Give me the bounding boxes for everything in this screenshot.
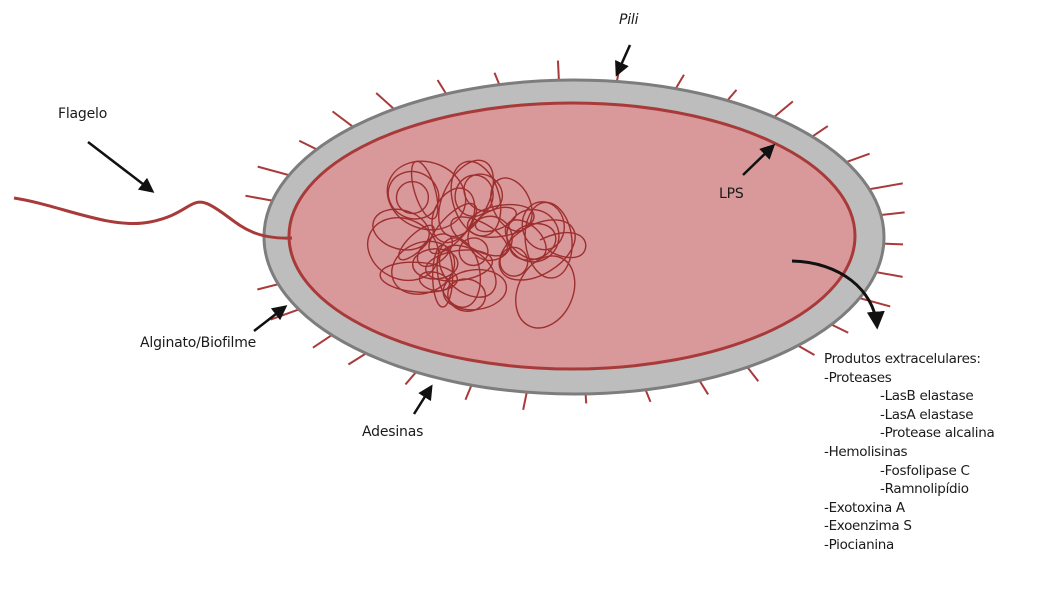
extracellular-products-list: Produtos extracelulares: -Proteases-LasB… [824,350,994,555]
pili-arrow-icon [617,45,630,74]
label-alginato-biofilme: Alginato/Biofilme [140,335,256,351]
label-lps: LPS [719,186,744,202]
products-title: Produtos extracelulares: [824,350,994,369]
product-item: -Fosfolipase C [824,462,994,481]
label-adesinas: Adesinas [362,424,423,440]
product-item: -Hemolisinas [824,443,994,462]
product-item: -Exoenzima S [824,517,994,536]
product-item: -LasA elastase [824,406,994,425]
label-flagelo: Flagelo [58,106,107,122]
adesinas-arrow-icon [414,387,431,414]
flagellum [14,198,292,238]
product-item: -Ramnolipídio [824,480,994,499]
flagelo-arrow-icon [88,142,152,191]
product-item: -LasB elastase [824,387,994,406]
product-item: -Proteases [824,369,994,388]
label-pili: Pili [619,12,638,28]
product-item: -Protease alcalina [824,424,994,443]
alginato-arrow-icon [254,307,285,331]
product-item: -Exotoxina A [824,499,994,518]
product-item: -Piocianina [824,536,994,555]
